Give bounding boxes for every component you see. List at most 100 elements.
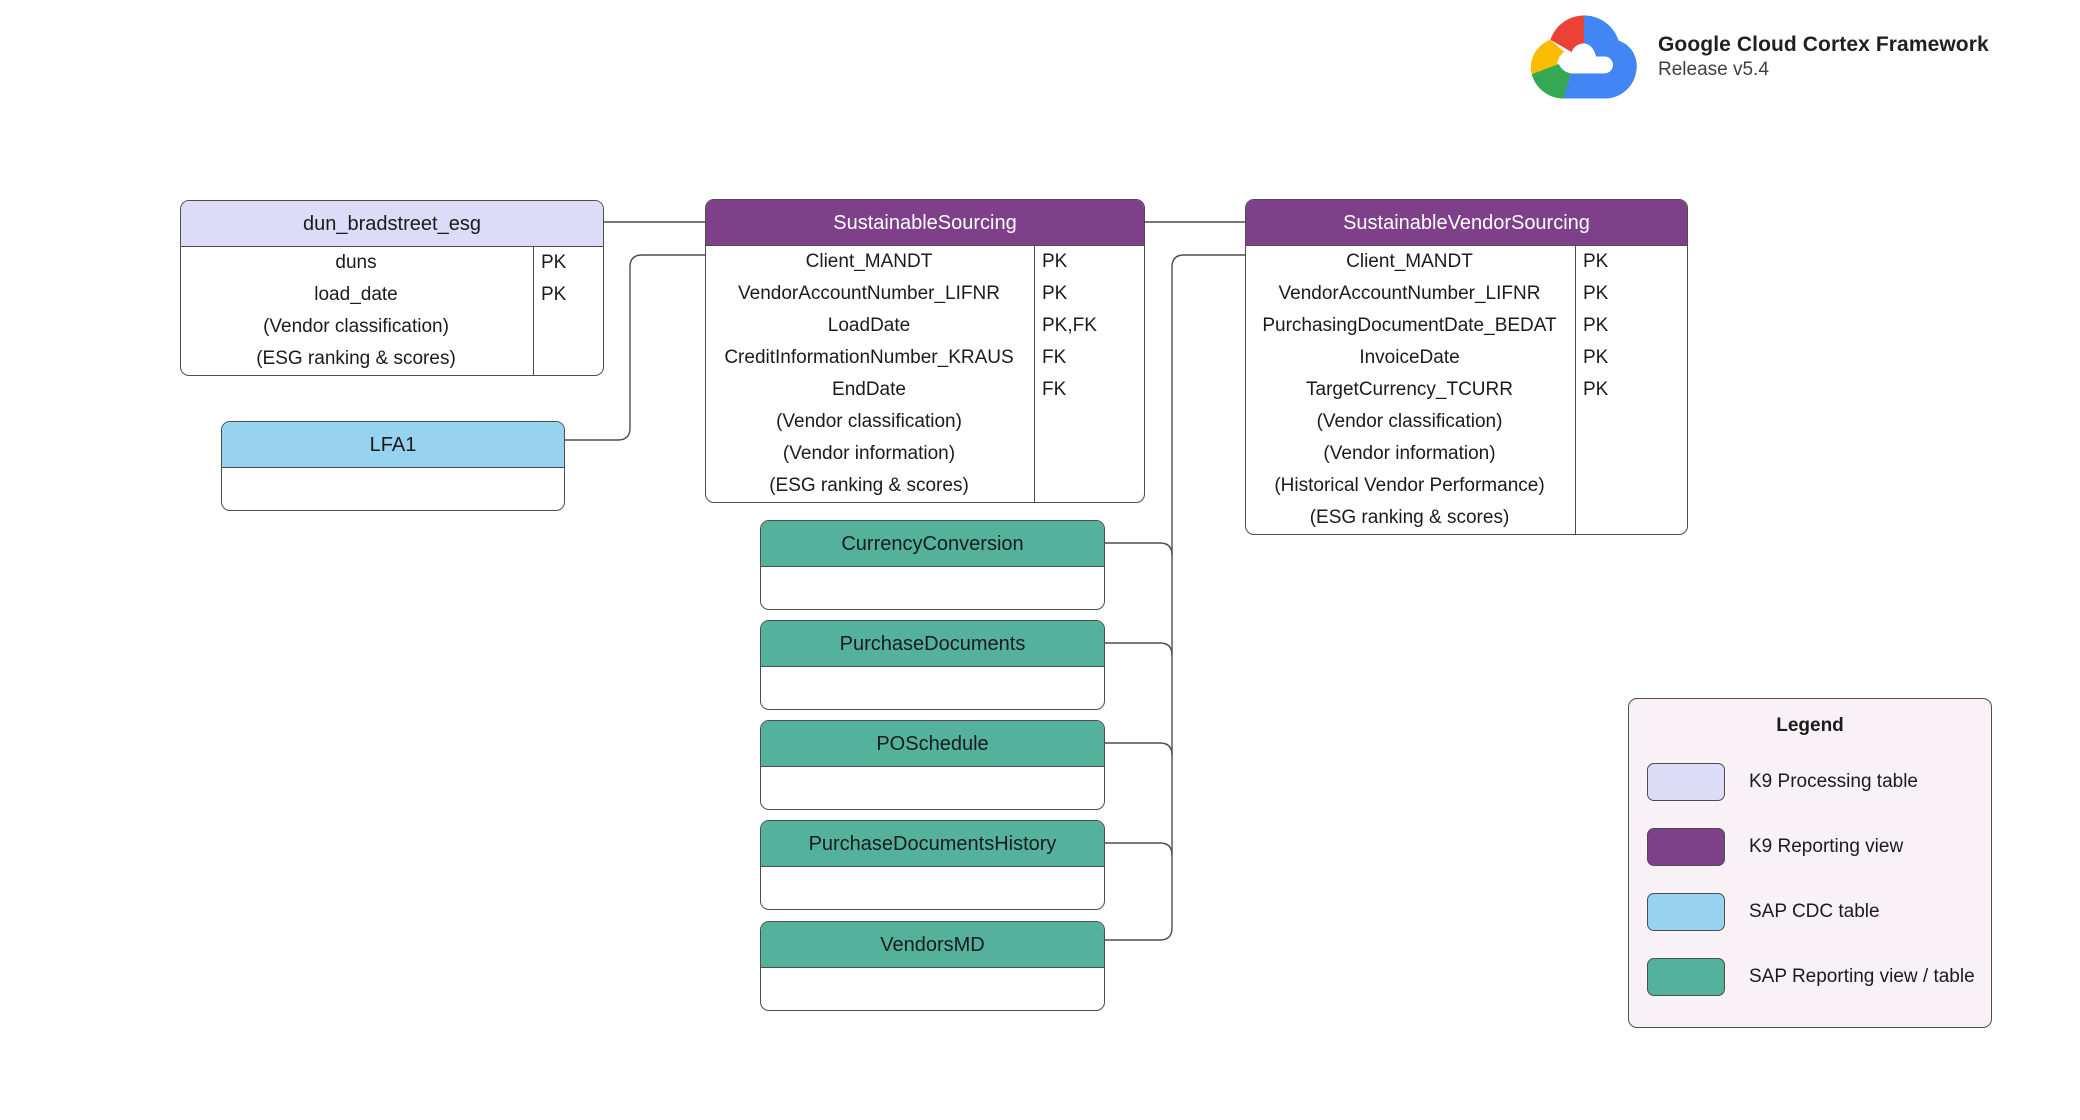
- attribute-key-badge: PK: [541, 252, 567, 273]
- attribute-row: LoadDate PK,FK: [706, 310, 1144, 342]
- attribute-name: (Vendor information): [1323, 443, 1496, 464]
- legend-item: K9 Reporting view: [1647, 814, 1973, 879]
- attribute-row: (Historical Vendor Performance): [1246, 470, 1687, 502]
- attribute-row: (ESG ranking & scores): [706, 470, 1144, 502]
- legend-swatch: [1647, 827, 1725, 866]
- entity-title-currency-conversion: CurrencyConversion: [761, 521, 1104, 567]
- entity-title-po-schedule: POSchedule: [761, 721, 1104, 767]
- legend-label: SAP Reporting view / table: [1749, 965, 1975, 987]
- legend-swatch: [1647, 762, 1725, 801]
- attribute-key-badge: PK: [1583, 379, 1609, 400]
- legend-item: SAP Reporting view / table: [1647, 944, 1975, 1009]
- attribute-row: (Vendor classification): [181, 311, 603, 343]
- attribute-name: (ESG ranking & scores): [769, 475, 969, 496]
- entity-po-schedule[interactable]: POSchedule: [760, 720, 1105, 810]
- attribute-name: VendorAccountNumber_LIFNR: [1278, 283, 1541, 304]
- connector-purchase-documents-to-trunk: [1105, 642, 1173, 656]
- entity-purchase-documents[interactable]: PurchaseDocuments: [760, 620, 1105, 710]
- brand-title: Google Cloud Cortex Framework: [1658, 33, 1989, 56]
- attribute-name: (ESG ranking & scores): [1309, 507, 1510, 528]
- key-column-divider: [1575, 246, 1576, 534]
- connector-po-schedule-to-trunk: [1105, 742, 1173, 756]
- attribute-name: (Vendor information): [782, 443, 956, 464]
- entity-title-sustainable-sourcing: SustainableSourcing: [706, 200, 1144, 246]
- attribute-name: InvoiceDate: [1359, 347, 1460, 368]
- attribute-key-badge: PK: [1042, 283, 1068, 304]
- attribute-row: (Vendor information): [706, 438, 1144, 470]
- legend-item: SAP CDC table: [1647, 879, 1973, 944]
- entity-purchase-documents-history[interactable]: PurchaseDocumentsHistory: [760, 820, 1105, 910]
- legend-swatch: [1647, 957, 1725, 996]
- attribute-key-badge: FK: [1042, 379, 1067, 400]
- legend-label: SAP CDC table: [1749, 900, 1880, 922]
- entity-title-sustainable-vendor-sourcing: SustainableVendorSourcing: [1246, 200, 1687, 246]
- key-column-divider: [1034, 246, 1035, 502]
- entity-attributes-currency-conversion: [761, 567, 1104, 609]
- attribute-key-badge: FK: [1042, 347, 1067, 368]
- legend-label: K9 Reporting view: [1749, 835, 1904, 857]
- attribute-name: PurchasingDocumentDate_BEDAT: [1262, 315, 1557, 336]
- entity-lfa1[interactable]: LFA1: [221, 421, 565, 511]
- attribute-name: Client_MANDT: [1346, 251, 1473, 272]
- attribute-row: (Vendor information): [1246, 438, 1687, 470]
- attribute-row: (Vendor classification): [1246, 406, 1687, 438]
- attribute-name: VendorAccountNumber_LIFNR: [738, 283, 1000, 304]
- attribute-name: (Vendor classification): [776, 411, 962, 432]
- attribute-row: Client_MANDT PK: [1246, 246, 1687, 278]
- brand-release: Release v5.4: [1658, 59, 1769, 81]
- attribute-key-badge: PK: [1583, 251, 1609, 272]
- entity-title-purchase-documents: PurchaseDocuments: [761, 621, 1104, 667]
- connector-currency-conversion-to-trunk: [1105, 542, 1173, 556]
- attribute-row: Client_MANDT PK: [706, 246, 1144, 278]
- entity-attributes-lfa1: [222, 468, 564, 510]
- entity-attributes-vendors-md: [761, 968, 1104, 1010]
- attribute-name: LoadDate: [827, 315, 911, 336]
- attribute-name: Client_MANDT: [805, 251, 933, 272]
- entity-title-lfa1: LFA1: [222, 422, 564, 468]
- attribute-key-badge: PK: [1583, 315, 1609, 336]
- attribute-key-badge: PK,FK: [1042, 315, 1097, 336]
- attribute-name: (Vendor classification): [263, 316, 449, 337]
- google-cloud-logo-icon: [1528, 8, 1640, 106]
- entity-currency-conversion[interactable]: CurrencyConversion: [760, 520, 1105, 610]
- legend-title: Legend: [1776, 715, 1844, 736]
- entity-title-dun-bradstreet-esg: dun_bradstreet_esg: [181, 201, 603, 247]
- attribute-key-badge: PK: [1042, 251, 1068, 272]
- attribute-row: (ESG ranking & scores): [1246, 502, 1687, 534]
- attribute-row: InvoiceDate PK: [1246, 342, 1687, 374]
- entity-title-vendors-md: VendorsMD: [761, 922, 1104, 968]
- entity-attributes-purchase-documents-history: [761, 867, 1104, 909]
- entity-attributes-sustainable-sourcing: Client_MANDT PK VendorAccountNumber_LIFNR P…: [706, 246, 1144, 502]
- attribute-row: (Vendor classification): [706, 406, 1144, 438]
- attribute-key-badge: PK: [1583, 347, 1609, 368]
- attribute-name: EndDate: [832, 379, 906, 400]
- key-column-divider: [533, 247, 534, 375]
- attribute-name: CreditInformationNumber_KRAUS: [724, 347, 1014, 368]
- connector-purchase-documents-history-to-trunk: [1105, 842, 1173, 856]
- attribute-name: (ESG ranking & scores): [256, 348, 456, 369]
- attribute-row: EndDate FK: [706, 374, 1144, 406]
- attribute-row: (ESG ranking & scores): [181, 343, 603, 375]
- attribute-row: VendorAccountNumber_LIFNR PK: [706, 278, 1144, 310]
- attribute-row: TargetCurrency_TCURR PK: [1246, 374, 1687, 406]
- attribute-name: TargetCurrency_TCURR: [1306, 379, 1513, 400]
- legend-panel: Legend K9 Processing table K9 Reporting v…: [1628, 698, 1992, 1028]
- attribute-name: (Vendor classification): [1316, 411, 1503, 432]
- entity-attributes-po-schedule: [761, 767, 1104, 809]
- entity-vendors-md[interactable]: VendorsMD: [760, 921, 1105, 1011]
- brand-header: Google Cloud Cortex Framework Release v5…: [1528, 8, 1989, 106]
- legend-swatch: [1647, 892, 1725, 931]
- attribute-row: PurchasingDocumentDate_BEDAT PK: [1246, 310, 1687, 342]
- legend-label: K9 Processing table: [1749, 770, 1918, 792]
- attribute-name: (Historical Vendor Performance): [1274, 475, 1545, 496]
